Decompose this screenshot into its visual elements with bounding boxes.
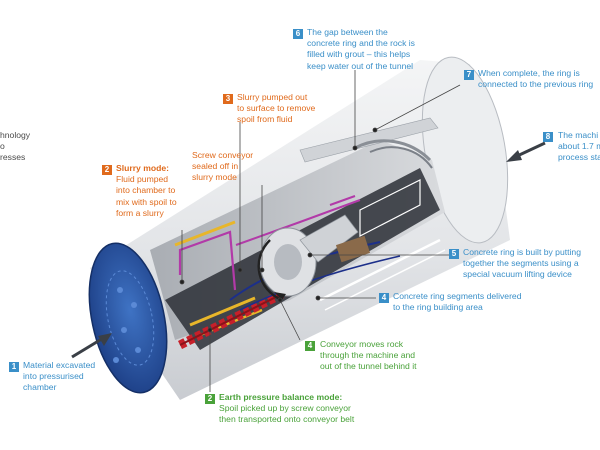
callout-8-text: The machi about 1.7 m process sta bbox=[558, 130, 600, 164]
callout-line: Concrete ring segments delivered bbox=[393, 291, 522, 301]
callout-line: Concrete ring is built by putting bbox=[463, 247, 581, 257]
left-cutoff-line: o bbox=[0, 141, 5, 152]
erector-drum bbox=[259, 214, 371, 297]
callout-4-conveyor-number: 4 bbox=[305, 341, 315, 351]
callout-line: When complete, the ring is bbox=[478, 68, 580, 78]
callout-line: concrete ring and the rock is bbox=[307, 38, 415, 49]
callout-2-epb-text: Earth pressure balance mode: Spoil picke… bbox=[219, 392, 354, 426]
callout-line: through the machine and bbox=[320, 350, 416, 361]
callout-line: together the segments using a bbox=[463, 258, 579, 269]
callout-3-text: Slurry pumped out to surface to remove s… bbox=[237, 92, 315, 126]
callout-line: to surface to remove bbox=[237, 103, 316, 114]
rotation-arrow bbox=[257, 239, 286, 302]
callout-7-number: 7 bbox=[464, 70, 474, 80]
callout-line: The machi bbox=[558, 130, 599, 140]
callout-line: filled with grout – this helps bbox=[307, 49, 411, 60]
callout-line: The gap between the bbox=[307, 27, 388, 37]
callout-6-text: The gap between the concrete ring and th… bbox=[307, 27, 415, 72]
callout-line: Material excavated bbox=[23, 360, 96, 370]
callout-heading: Earth pressure balance mode: bbox=[219, 392, 343, 402]
callout-2-slurry-number: 2 bbox=[102, 165, 112, 175]
callout-3-number: 3 bbox=[223, 94, 233, 104]
callout-4-segments-number: 4 bbox=[379, 293, 389, 303]
callout-line: keep water out of the tunnel bbox=[307, 60, 414, 71]
callout-line: slurry mode bbox=[192, 172, 237, 183]
callout-line: Screw conveyor bbox=[192, 150, 254, 160]
conveyor-belt bbox=[319, 179, 446, 311]
callout-heading: Slurry mode: bbox=[116, 163, 170, 173]
callout-2-epb-number: 2 bbox=[205, 394, 215, 404]
left-cutoff-line: hnology bbox=[0, 130, 31, 140]
callout-line: Fluid pumped bbox=[116, 174, 169, 185]
callout-line: to the ring building area bbox=[393, 302, 483, 313]
callout-line: connected to the previous ring bbox=[478, 79, 594, 90]
left-cutoff-text: hnology o resses bbox=[0, 130, 30, 164]
callout-5-text: Concrete ring is built by putting togeth… bbox=[463, 247, 581, 281]
callout-line: Slurry pumped out bbox=[237, 92, 308, 102]
callout-line: into pressurised bbox=[23, 371, 84, 382]
callout-4-conveyor-text: Conveyor moves rock through the machine … bbox=[320, 339, 417, 373]
screw-conveyor-note: Screw conveyor sealed off in slurry mode bbox=[192, 150, 253, 184]
callout-4-segments-text: Concrete ring segments delivered to the … bbox=[393, 291, 522, 313]
callout-7-text: When complete, the ring is connected to … bbox=[478, 68, 593, 90]
callout-1-number: 1 bbox=[9, 362, 19, 372]
direction-arrows bbox=[71, 141, 546, 359]
callout-2-slurry-text: Slurry mode: Fluid pumped into chamber t… bbox=[116, 163, 177, 219]
leader-lines bbox=[179, 70, 461, 392]
cutter-head bbox=[88, 242, 168, 394]
left-cutoff-line: resses bbox=[0, 152, 26, 163]
callout-line: form a slurry bbox=[116, 207, 164, 218]
callout-line: then transported onto conveyor belt bbox=[219, 414, 355, 425]
callout-line: mix with spoil to bbox=[116, 196, 177, 207]
slurry-pipes bbox=[178, 195, 361, 291]
callout-8-number: 8 bbox=[543, 132, 553, 142]
callout-line: out of the tunnel behind it bbox=[320, 361, 417, 372]
callout-5-number: 5 bbox=[449, 249, 459, 259]
callout-line: into chamber to bbox=[116, 185, 176, 196]
callout-line: chamber bbox=[23, 382, 57, 393]
callout-6-number: 6 bbox=[293, 29, 303, 39]
screw-conveyor bbox=[177, 285, 293, 350]
callout-1-text: Material excavated into pressurised cham… bbox=[23, 360, 95, 394]
callout-line: process sta bbox=[558, 152, 600, 163]
callout-line: about 1.7 m bbox=[558, 141, 600, 152]
callout-line: spoil from fluid bbox=[237, 114, 293, 125]
callout-line: Conveyor moves rock bbox=[320, 339, 404, 349]
callout-line: special vacuum lifting device bbox=[463, 269, 572, 280]
callout-line: Spoil picked up by screw conveyor bbox=[219, 403, 351, 414]
concrete-ring-segments bbox=[299, 117, 439, 169]
callout-line: sealed off in bbox=[192, 161, 239, 172]
